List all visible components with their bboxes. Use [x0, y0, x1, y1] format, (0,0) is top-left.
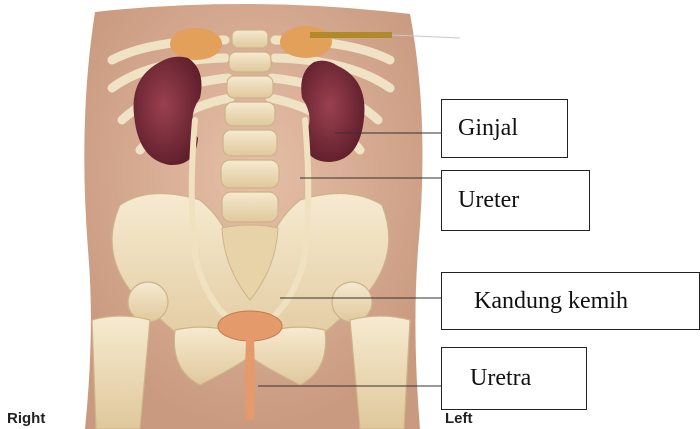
label-uretra-text: Uretra: [470, 365, 531, 392]
label-ureter: Ureter: [441, 170, 590, 231]
orientation-left-label: Left: [445, 410, 473, 427]
orientation-right-label: Right: [7, 410, 45, 427]
label-kandung-kemih: Kandung kemih: [441, 272, 700, 330]
label-ureter-text: Ureter: [458, 187, 519, 214]
bladder: [218, 311, 282, 341]
label-ginjal: Ginjal: [441, 99, 568, 158]
adrenal-gland-left: [280, 26, 332, 58]
adrenal-gland-right: [170, 28, 222, 60]
urethra: [245, 340, 255, 420]
label-uretra: Uretra: [441, 347, 587, 410]
label-ginjal-text: Ginjal: [458, 115, 518, 142]
label-kandung-kemih-text: Kandung kemih: [474, 288, 628, 315]
